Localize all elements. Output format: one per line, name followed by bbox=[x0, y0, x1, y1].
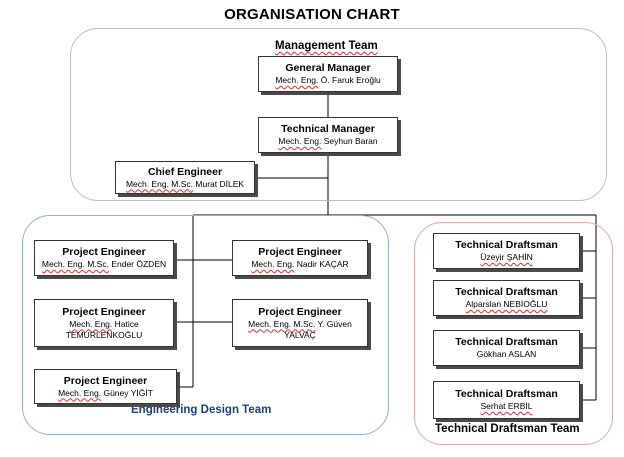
technical-draftsman-box: Technical Draftsman Serhat ERBİL bbox=[433, 381, 580, 419]
person-name: Mech. Eng. Hatice bbox=[69, 318, 139, 329]
person-name: Mech. Eng. M.Sc. Ender ÖZDEN bbox=[41, 259, 167, 269]
project-engineer-box: Project Engineer Mech. Eng. M.Sc. Y. Güv… bbox=[232, 299, 368, 347]
role-label: General Manager bbox=[285, 62, 371, 74]
role-label: Project Engineer bbox=[258, 305, 342, 318]
person-name: Mech. Eng. Ö. Faruk Eroğlu bbox=[275, 75, 381, 85]
person-name: Alparslan NEBİOĞLU bbox=[465, 299, 548, 309]
engineering-design-team-label: Engineering Design Team bbox=[131, 404, 272, 416]
person-name-line2: YALVAÇ bbox=[284, 329, 316, 340]
management-team-label: Management Team bbox=[275, 40, 378, 52]
role-label: Technical Manager bbox=[281, 123, 375, 135]
chart-title: ORGANISATION CHART bbox=[224, 6, 400, 23]
project-engineer-box: Project Engineer Mech. Eng. Güney YİĞİT bbox=[34, 369, 177, 404]
person-name: Mech. Eng. M.Sc. Murat DİLEK bbox=[125, 178, 245, 189]
technical-draftsman-box: Technical Draftsman Üzeyir ŞAHİN bbox=[433, 233, 580, 269]
technical-manager-box: Technical Manager Mech. Eng. Seyhun Bara… bbox=[258, 117, 398, 153]
person-name: Mech. Eng. Nadir KAÇAR bbox=[251, 259, 349, 269]
role-label: Technical Draftsman bbox=[455, 388, 558, 400]
technical-draftsman-box: Technical Draftsman Alparslan NEBİOĞLU bbox=[433, 280, 580, 316]
general-manager-box: General Manager Mech. Eng. Ö. Faruk Eroğ… bbox=[258, 56, 398, 92]
management-team-group bbox=[70, 28, 607, 201]
technical-draftsman-box: Technical Draftsman Gökhan ASLAN bbox=[433, 330, 580, 366]
person-name: Serhat ERBİL bbox=[480, 401, 533, 411]
chief-engineer-box: Chief Engineer Mech. Eng. M.Sc. Murat Dİ… bbox=[115, 161, 255, 194]
role-label: Project Engineer bbox=[63, 374, 148, 387]
project-engineer-box: Project Engineer Mech. Eng. Hatice TEMUR… bbox=[34, 299, 174, 347]
role-label: Technical Draftsman bbox=[455, 286, 558, 298]
person-name: Üzeyir ŞAHİN bbox=[480, 252, 533, 262]
engineering-design-team-group bbox=[22, 215, 389, 435]
role-label: Technical Draftsman bbox=[455, 336, 558, 348]
person-name: Gökhan ASLAN bbox=[476, 349, 537, 359]
technical-draftsman-team-group bbox=[414, 222, 613, 445]
project-engineer-box: Project Engineer Mech. Eng. M.Sc. Ender … bbox=[34, 240, 174, 276]
role-label: Chief Engineer bbox=[147, 165, 223, 178]
person-name: Mech. Eng. M.Sc. Y. Güven bbox=[248, 318, 352, 329]
role-label: Project Engineer bbox=[258, 246, 342, 258]
role-label: Project Engineer bbox=[62, 246, 146, 258]
technical-draftsman-team-label: Technical Draftsman Team bbox=[435, 423, 580, 435]
person-name-line2: TEMURLENKOĞLU bbox=[65, 329, 143, 340]
person-name: Mech. Eng. Seyhun Baran bbox=[278, 136, 378, 146]
role-label: Project Engineer bbox=[62, 305, 146, 318]
person-name: Mech. Eng. Güney YİĞİT bbox=[58, 387, 153, 398]
role-label: Technical Draftsman bbox=[455, 239, 558, 251]
project-engineer-box: Project Engineer Mech. Eng. Nadir KAÇAR bbox=[232, 240, 368, 276]
